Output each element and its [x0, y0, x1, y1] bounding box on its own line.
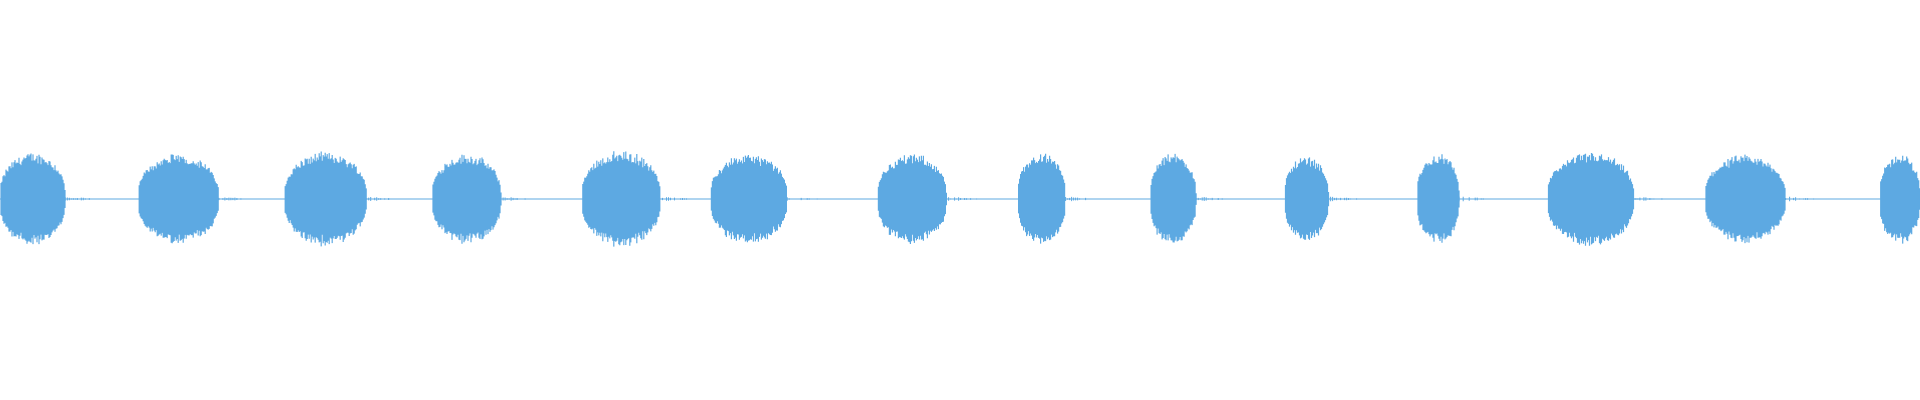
waveform-segment-path — [432, 154, 502, 244]
waveform-segment-path — [1417, 154, 1460, 243]
waveform-segment — [432, 154, 540, 244]
waveform-segment-path — [1880, 155, 1920, 244]
waveform-segment — [710, 155, 824, 243]
waveform-segment-path — [284, 151, 367, 247]
waveform-segment-path — [1547, 153, 1635, 246]
waveform-segment-tail — [1328, 196, 1368, 202]
waveform-segment — [0, 153, 102, 245]
waveform-segment-tail — [1065, 196, 1105, 202]
waveform-segment-tail — [1785, 196, 1825, 202]
waveform-segment-path — [1284, 157, 1330, 240]
waveform-segment-path — [582, 151, 661, 247]
waveform-segment-tail — [366, 197, 404, 201]
waveform-segment-path — [1150, 153, 1197, 243]
waveform-segment — [1150, 153, 1233, 243]
waveform-segment — [1284, 157, 1368, 240]
waveform-segment-tail — [64, 197, 102, 201]
waveform-segment-path — [138, 154, 219, 244]
waveform-segments — [0, 151, 1920, 247]
waveform-segment-tail — [1458, 196, 1496, 202]
waveform-segment-tail — [500, 197, 540, 201]
waveform-segment-path — [1018, 153, 1066, 244]
waveform-segment-tail — [660, 197, 693, 201]
waveform-segment — [1705, 154, 1825, 244]
waveform-segment — [1880, 155, 1920, 244]
waveform-segment — [1018, 153, 1105, 244]
waveform-segment — [138, 154, 258, 244]
waveform-segment-path — [1705, 154, 1786, 244]
waveform-segment-path — [0, 153, 66, 245]
waveform-segment-path — [877, 154, 947, 244]
waveform-segment-path — [710, 155, 787, 243]
waveform-segment — [1547, 153, 1673, 246]
waveform-segment-tail — [1195, 197, 1233, 201]
waveform-segment — [284, 151, 404, 247]
waveform-segment — [877, 154, 986, 244]
waveform-segment — [582, 151, 693, 247]
waveform-segment — [1417, 154, 1496, 243]
waveform-segment-tail — [218, 197, 258, 201]
